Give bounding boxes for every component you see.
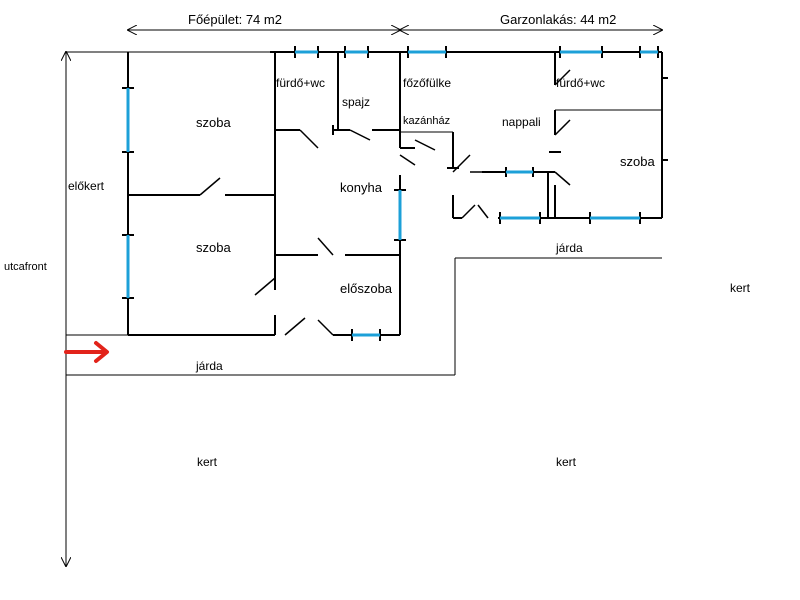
label-sidewalk-lower: járda — [196, 359, 223, 373]
door — [284, 317, 306, 336]
room-label-szoba-top: szoba — [196, 115, 231, 130]
room-label-bathroom-studio: fürdő+wc — [556, 76, 606, 90]
room-label-boiler-room: kazánház — [403, 115, 451, 127]
room-label-bathroom-main: fürdő+wc — [276, 76, 326, 90]
door — [452, 154, 471, 173]
door — [554, 69, 571, 86]
entry-arrow-icon — [64, 341, 109, 363]
room-label-hallway: előszoba — [340, 281, 393, 296]
room-label-szoba-studio: szoba — [620, 154, 655, 169]
walls — [127, 51, 663, 336]
windows — [126, 50, 658, 337]
label-front-garden: előkert — [68, 179, 105, 193]
room-label-pantry: spajz — [342, 95, 371, 109]
door — [461, 204, 476, 219]
door — [414, 139, 436, 151]
room-label-kitchenette: főzőfülke — [403, 76, 452, 90]
label-garden-right: kert — [730, 281, 751, 295]
label-sidewalk-upper: járda — [556, 241, 583, 255]
dimension-label-main: Főépület: 74 m2 — [188, 12, 282, 27]
dimension-lines — [66, 30, 662, 566]
label-garden-bottom-right: kert — [556, 455, 577, 469]
door — [199, 177, 221, 196]
label-street-front: utcafront — [4, 261, 47, 273]
wall-ticks — [122, 46, 668, 341]
door — [349, 129, 371, 141]
doors — [199, 69, 571, 336]
label-garden-bottom-left: kert — [197, 455, 218, 469]
room-label-kitchen: konyha — [340, 180, 382, 195]
site-lines — [66, 51, 662, 376]
door — [399, 154, 416, 166]
door — [554, 119, 571, 136]
door — [317, 237, 334, 256]
door — [554, 171, 571, 186]
door — [477, 204, 489, 219]
door — [254, 277, 276, 296]
door — [317, 319, 334, 336]
door — [299, 129, 319, 149]
room-label-living-room: nappali — [502, 115, 541, 129]
room-label-szoba-bottom: szoba — [196, 240, 231, 255]
dimension-label-studio: Garzonlakás: 44 m2 — [500, 12, 617, 27]
